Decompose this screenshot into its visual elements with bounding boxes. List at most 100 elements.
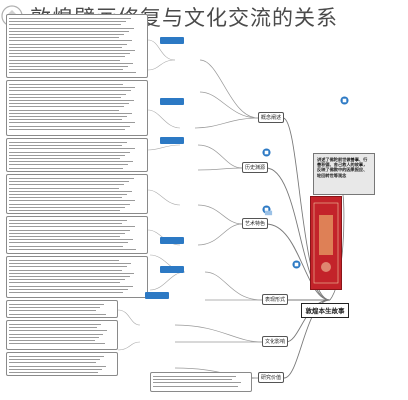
text-line	[9, 119, 123, 121]
text-line	[9, 333, 103, 335]
text-line	[9, 142, 127, 143]
text-line	[9, 116, 127, 117]
text-line	[9, 200, 135, 202]
text-line	[9, 158, 121, 159]
text-line	[9, 103, 129, 105]
branch-node[interactable]: 研究价值	[258, 372, 284, 383]
node-link-icon	[292, 260, 301, 269]
book-cover-image	[310, 196, 342, 290]
folder-icon	[264, 210, 273, 216]
text-line	[9, 154, 126, 156]
text-line	[9, 148, 135, 150]
branch-node[interactable]: 表现形式	[262, 294, 288, 305]
text-line	[9, 304, 104, 305]
text-line	[9, 260, 119, 261]
text-line	[9, 27, 134, 29]
text-line	[9, 276, 130, 277]
text-line	[9, 229, 130, 231]
text-line	[9, 263, 132, 265]
text-line	[9, 187, 120, 189]
text-line	[9, 239, 133, 241]
text-block	[150, 372, 252, 392]
text-line	[9, 307, 100, 309]
text-line	[9, 194, 127, 195]
text-line	[9, 87, 136, 89]
text-line	[9, 122, 135, 124]
text-line	[9, 96, 122, 98]
text-line	[9, 112, 132, 114]
text-line	[9, 310, 97, 312]
text-line	[9, 69, 124, 71]
text-line	[9, 66, 129, 67]
text-line	[9, 324, 101, 325]
text-line	[9, 181, 129, 183]
text-line	[9, 53, 131, 55]
branch-node[interactable]: 历史渊源	[242, 162, 268, 173]
text-line	[9, 59, 121, 61]
text-line	[9, 56, 126, 58]
text-line	[9, 206, 126, 208]
text-line	[9, 151, 130, 153]
text-block	[6, 256, 148, 298]
text-line	[9, 93, 126, 95]
node-tag	[160, 37, 184, 44]
text-line	[9, 84, 123, 85]
text-line	[9, 269, 122, 271]
text-line	[9, 272, 135, 274]
text-line	[9, 190, 132, 192]
text-line	[9, 288, 128, 290]
text-line	[9, 34, 125, 35]
text-line	[9, 362, 97, 364]
node-tag	[160, 137, 184, 144]
text-line	[9, 223, 123, 225]
text-line	[9, 313, 106, 315]
node-link-icon	[340, 96, 349, 105]
text-line	[9, 340, 96, 341]
text-line	[9, 24, 122, 26]
text-line	[9, 21, 127, 23]
root-node[interactable]: 敦煌本生故事	[301, 303, 349, 318]
text-line	[9, 125, 130, 127]
text-line	[9, 292, 123, 293]
text-line	[9, 365, 106, 367]
text-line	[9, 40, 132, 42]
text-line	[9, 90, 131, 92]
text-line	[9, 109, 120, 111]
text-line	[153, 379, 233, 381]
callout-note: 讲述了佛陀前世做善事、行善积德、舍己救人的故事，反映了佛教中的因果报应、轮回转世…	[313, 153, 375, 195]
branch-node[interactable]: 文化影响	[262, 336, 288, 347]
text-line	[9, 203, 130, 205]
text-line	[9, 167, 124, 169]
node-tag	[160, 98, 184, 105]
text-line	[9, 18, 131, 19]
text-line	[9, 336, 100, 338]
text-line	[153, 376, 236, 377]
text-line	[9, 372, 99, 373]
text-line	[9, 37, 120, 39]
text-block	[6, 216, 148, 254]
text-line	[9, 197, 123, 199]
text-line	[9, 285, 133, 287]
text-line	[9, 43, 128, 45]
text-line	[9, 220, 127, 221]
branch-node[interactable]: 概念阐述	[258, 112, 284, 123]
text-line	[9, 330, 107, 332]
text-line	[9, 210, 121, 211]
text-line	[9, 62, 134, 64]
node-tag	[160, 237, 184, 244]
text-block	[6, 300, 118, 318]
node-tag	[145, 292, 169, 299]
text-line	[9, 164, 128, 166]
text-line	[9, 266, 127, 268]
text-line	[9, 232, 126, 234]
node-tag	[160, 266, 184, 273]
text-block	[6, 320, 118, 350]
text-line	[9, 50, 135, 51]
text-line	[9, 100, 134, 101]
branch-node[interactable]: 艺术特色	[242, 218, 268, 229]
text-line	[9, 106, 124, 108]
node-link-icon	[262, 148, 271, 157]
text-line	[9, 282, 120, 284]
text-line	[9, 242, 128, 244]
